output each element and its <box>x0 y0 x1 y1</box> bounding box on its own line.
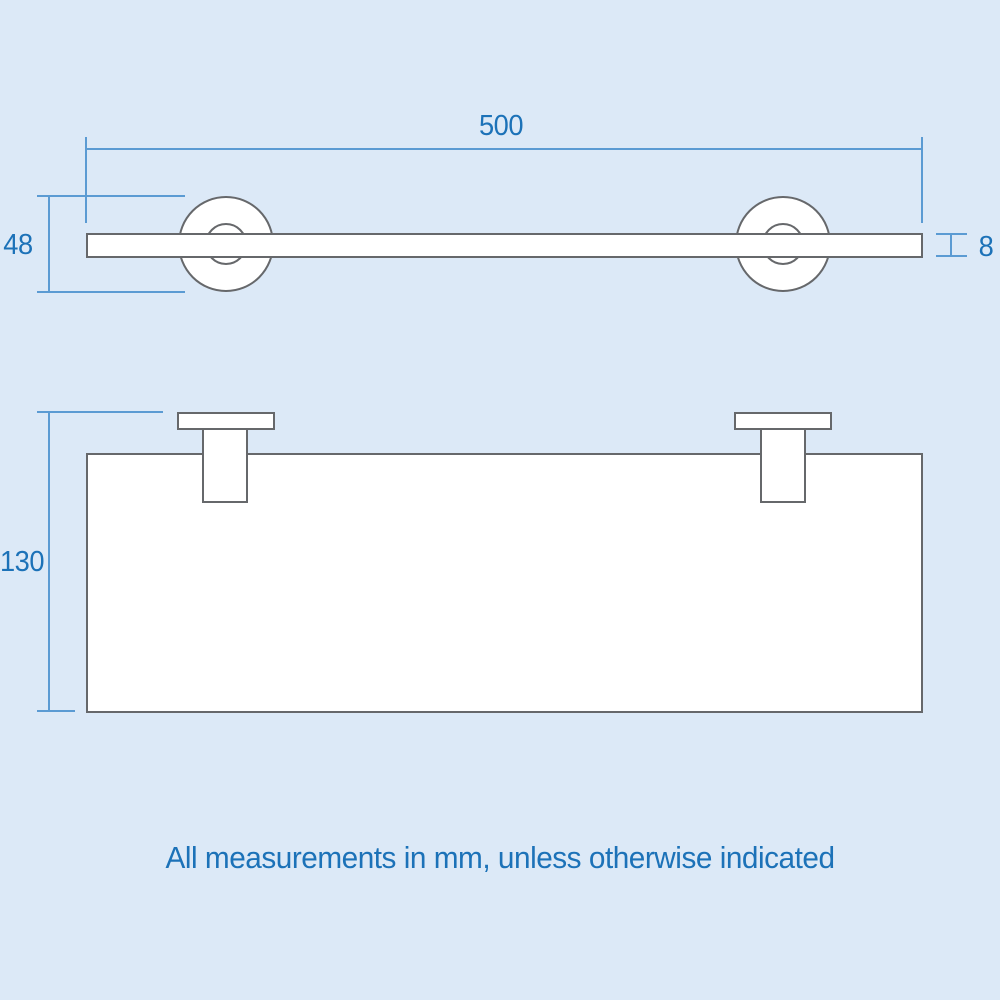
right-bracket-arm <box>760 429 806 503</box>
right-bracket-wall-plate <box>734 412 832 430</box>
dimension-label-thickness: 8 <box>978 231 994 263</box>
dimension-label-width: 500 <box>478 110 524 142</box>
dimension-tick-48-bottom <box>37 291 185 293</box>
dimension-tick-130-top <box>37 411 163 413</box>
dimension-tick-48-top <box>37 195 185 197</box>
dimension-label-depth: 130 <box>0 546 45 578</box>
dimension-line-8 <box>950 233 952 257</box>
dimension-line-130 <box>48 411 50 712</box>
left-bracket-wall-plate <box>177 412 275 430</box>
dimension-label-bracket-diameter: 48 <box>3 229 33 261</box>
dimension-line-width-500 <box>86 148 923 150</box>
shelf-front-bar <box>86 233 923 258</box>
measurements-note: All measurements in mm, unless otherwise… <box>165 840 835 875</box>
extension-line-width-left <box>85 137 87 223</box>
dimension-line-48 <box>48 195 50 293</box>
left-bracket-arm <box>202 429 248 503</box>
extension-line-width-right <box>921 137 923 223</box>
dimension-tick-130-bottom <box>37 710 75 712</box>
